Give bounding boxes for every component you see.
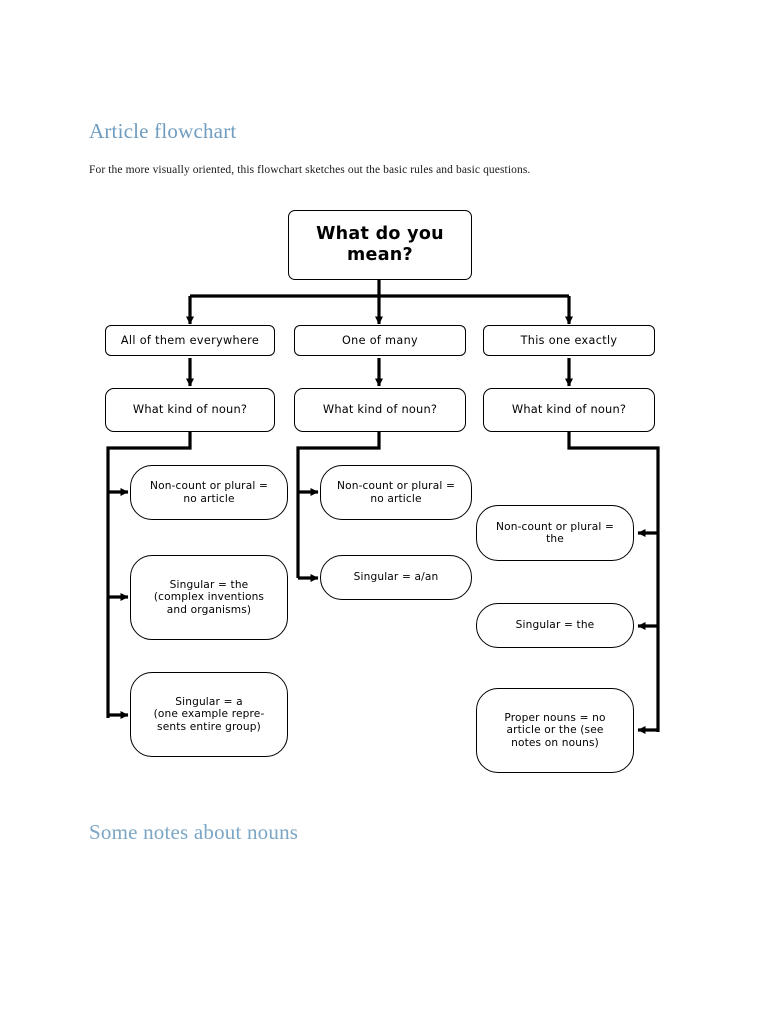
node-all-singular-a-line3: sents entire group) — [157, 720, 261, 733]
node-this-singular: Singular = the — [476, 603, 634, 648]
node-this-noncount-line1: Non-count or plural = — [496, 520, 614, 533]
node-one-noncount-line2: no article — [370, 492, 422, 505]
article-flowchart: What do you mean? All of them everywhere… — [80, 200, 690, 800]
page-title: Article flowchart — [89, 119, 237, 143]
node-one-singular: Singular = a/an — [320, 555, 472, 600]
node-all-singular-the-line2: (complex inventions — [153, 591, 265, 604]
node-this-proper-line1: Proper nouns = no — [504, 711, 606, 724]
node-one-noncount-line1: Non-count or plural = — [337, 480, 455, 492]
node-branch-this: This one exactly — [483, 325, 655, 356]
node-all-singular-the: Singular = the (complex inventions and o… — [130, 555, 288, 640]
node-this-noncount: Non-count or plural = the — [476, 505, 634, 561]
node-all-noncount: Non-count or plural = no article — [130, 465, 288, 520]
node-root-label: What do you mean? — [316, 224, 444, 265]
flowchart-connectors — [106, 280, 660, 734]
node-all-noncount-line2: no article — [183, 492, 235, 505]
node-one-singular-line1: Singular = a/an — [353, 571, 439, 584]
node-question-one-label: What kind of noun? — [322, 402, 438, 417]
node-question-this-label: What kind of noun? — [511, 402, 627, 417]
node-this-singular-line1: Singular = the — [515, 619, 595, 632]
section-heading-nouns: Some notes about nouns — [89, 820, 299, 844]
node-all-singular-a-line1: Singular = a — [175, 695, 243, 708]
node-this-proper-line2: article or the (see — [506, 724, 604, 737]
node-branch-this-label: This one exactly — [520, 333, 618, 347]
intro-paragraph: For the more visually oriented, this flo… — [89, 164, 531, 176]
node-branch-one-label: One of many — [342, 333, 418, 347]
node-one-noncount: Non-count or plural = no article — [320, 465, 472, 520]
node-all-singular-the-line3: and organisms) — [166, 603, 252, 616]
node-this-noncount-line2: the — [546, 533, 564, 545]
node-this-proper: Proper nouns = no article or the (see no… — [476, 688, 634, 773]
node-question-all: What kind of noun? — [105, 388, 275, 432]
node-root: What do you mean? — [288, 210, 472, 280]
node-all-singular-the-line1: Singular = the — [169, 578, 249, 591]
node-this-proper-line3: notes on nouns) — [511, 736, 599, 749]
node-all-noncount-line1: Non-count or plural = — [150, 480, 268, 492]
node-branch-all-label: All of them everywhere — [120, 333, 260, 347]
node-question-one: What kind of noun? — [294, 388, 466, 432]
node-question-all-label: What kind of noun? — [132, 402, 248, 417]
node-all-singular-a-line2: (one example repre- — [153, 708, 265, 721]
node-branch-all: All of them everywhere — [105, 325, 275, 356]
node-branch-one: One of many — [294, 325, 466, 356]
node-question-this: What kind of noun? — [483, 388, 655, 432]
node-all-singular-a: Singular = a (one example repre- sents e… — [130, 672, 288, 757]
